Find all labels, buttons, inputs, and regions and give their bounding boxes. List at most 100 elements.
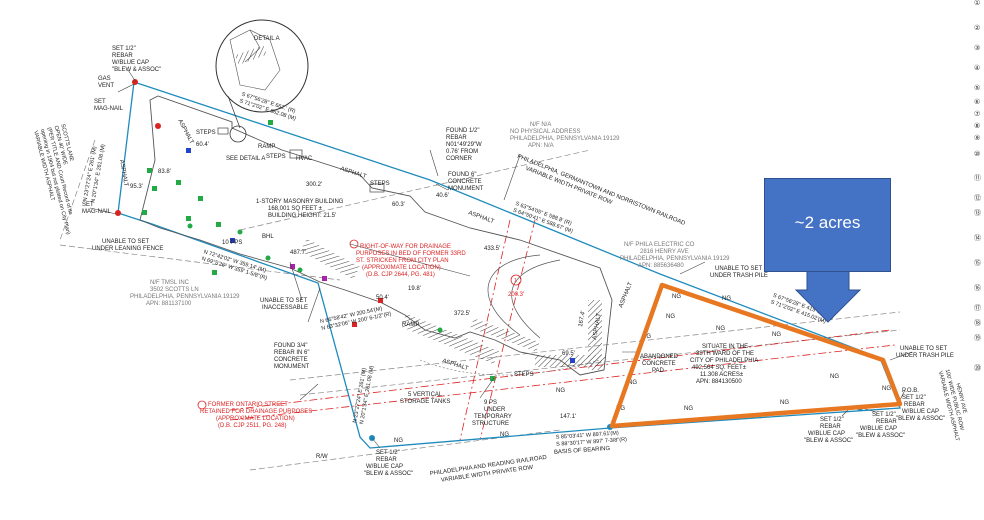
set-mag-nail-top: SET MAG-NAIL	[94, 99, 124, 112]
svg-text:S 85°03'41" W 897.61'(M): S 85°03'41" W 897.61'(M)	[556, 430, 620, 440]
pob-rebar: P.O.B. SET 1/2" REBAR W/BLUE CAP "BLEW &…	[896, 388, 945, 422]
hatched-dock	[470, 318, 540, 352]
pps-label: 10 PPS	[222, 240, 242, 246]
ng-label: NG	[780, 400, 789, 406]
svg-text:⑩: ⑩	[974, 150, 980, 158]
dim-label: 147.1'	[560, 414, 576, 420]
gas-vent-label: GAS VENT	[98, 76, 114, 89]
ng-label: NG	[628, 380, 637, 386]
svg-text:GAS: GAS	[98, 76, 111, 82]
svg-text:(D.B. CJP 2511, PG. 248): (D.B. CJP 2511, PG. 248)	[218, 423, 286, 429]
svg-text:"BLEW & ASSOC": "BLEW & ASSOC"	[896, 416, 945, 422]
svg-text:0.76' FROM: 0.76' FROM	[446, 149, 478, 155]
legend-column: ① ② ③ ④ ⑤ ⑥ ⑦ ⑧ ⑨ ⑩ ⑪ ⑫ ⑬ ⑭ ⑮ ⑯ ⑰ ⑱ ⑲ ⑳	[974, 0, 981, 372]
svg-text:④: ④	[974, 64, 980, 72]
svg-text:SET 1/2": SET 1/2"	[112, 46, 136, 52]
svg-text:(D.B. CJP 2644, PG. 481): (D.B. CJP 2644, PG. 481)	[366, 272, 435, 278]
ng-label: NG	[556, 388, 565, 394]
svg-text:⑮: ⑮	[974, 259, 981, 267]
svg-text:UNABLE TO SET: UNABLE TO SET	[715, 266, 762, 272]
svg-text:(APPROXIMATE LOCATION): (APPROXIMATE LOCATION)	[216, 416, 295, 422]
svg-text:⑲: ⑲	[974, 334, 981, 342]
svg-text:REBAR IN 6": REBAR IN 6"	[274, 350, 309, 356]
svg-text:PAD: PAD	[652, 368, 665, 374]
svg-text:"BLEW & ASSOC": "BLEW & ASSOC"	[856, 433, 905, 439]
railroad-bottom: PHILADELPHIA AND READING RAILROAD VARIAB…	[430, 455, 548, 484]
svg-text:UNDER TRASH PILE: UNDER TRASH PILE	[896, 353, 954, 359]
ng-label: NG	[394, 438, 403, 444]
svg-text:REBAR: REBAR	[820, 424, 841, 430]
found-rebar-mid: FOUND 3/4" REBAR IN 6" CONCRETE MONUMENT	[274, 343, 310, 370]
svg-text:SET 1/2": SET 1/2"	[820, 417, 844, 423]
svg-text:38TH WARD OF THE: 38TH WARD OF THE	[696, 351, 754, 357]
ng-label: NG	[642, 334, 651, 340]
svg-text:RIGHT-OF-WAY FOR DRAINAGE: RIGHT-OF-WAY FOR DRAINAGE	[360, 244, 451, 250]
acreage-callout-label: ~2 acres	[794, 213, 861, 232]
svg-text:⑱: ⑱	[974, 319, 981, 327]
callout-down-arrow	[794, 270, 862, 323]
dim-label: 200.3'	[508, 292, 524, 298]
dim-label: 372.5'	[454, 311, 470, 317]
svg-text:UNABLE TO SET: UNABLE TO SET	[260, 298, 307, 304]
ramp-label-top: RAMP	[258, 144, 275, 150]
svg-text:N/F PHILA ELECTRIC CO: N/F PHILA ELECTRIC CO	[624, 242, 695, 248]
hatched-stairs	[300, 238, 360, 280]
svg-text:W/BLUE CAP: W/BLUE CAP	[112, 60, 149, 66]
dim-label: 60.4'	[196, 142, 209, 148]
svg-text:S 88°30'17" W 897' 7-3/8"(R): S 88°30'17" W 897' 7-3/8"(R)	[556, 437, 627, 448]
hatched-ramp-3	[588, 300, 602, 370]
ng-label: NG	[666, 314, 675, 320]
steps-label-right: STEPS	[370, 181, 390, 187]
svg-text:2816 HENRY AVE: 2816 HENRY AVE	[640, 249, 689, 255]
set-rebar-bottom-right-2: SET 1/2" REBAR W/BLUE CAP "BLEW & ASSOC"	[856, 412, 905, 439]
svg-text:PHILADELPHIA, PENNSYLVANIA 191: PHILADELPHIA, PENNSYLVANIA 19129	[620, 256, 730, 262]
svg-text:⑨: ⑨	[974, 134, 980, 142]
svg-text:FORMER ONTARIO STREET: FORMER ONTARIO STREET	[208, 402, 288, 408]
svg-text:SET: SET	[82, 202, 94, 208]
svg-text:N/F TMSL INC: N/F TMSL INC	[150, 280, 190, 286]
svg-text:SET 1/2": SET 1/2"	[376, 450, 400, 456]
dim-label: 60.3'	[392, 202, 405, 208]
svg-text:FOUND 1/2": FOUND 1/2"	[446, 128, 479, 134]
dim-label: 433.5'	[484, 246, 500, 252]
svg-text:ABANDONED: ABANDONED	[640, 354, 679, 360]
svg-text:FOUND 6": FOUND 6"	[448, 172, 476, 178]
henry-ave-label: HENRY AVE 100' WIDE PUBLIC ROW VARIABLE …	[937, 369, 968, 443]
svg-text:STORAGE TANKS: STORAGE TANKS	[400, 399, 450, 405]
ramp-label-mid: RAMP	[402, 322, 419, 328]
bearing-west-2: N 66°58'42" W 200.54'(M) N 63°32'06" W 2…	[319, 306, 391, 332]
drainage-marker-label: 1	[514, 278, 517, 284]
bearing-vertical-left: N 23°27'24" E 261' (M) N 20°1'34" E 261.…	[83, 144, 107, 204]
svg-text:REBAR: REBAR	[876, 419, 897, 425]
found-rebar-top: FOUND 1/2" REBAR N01°49'29"W 0.76' FROM …	[446, 128, 482, 162]
leader-lines	[89, 69, 913, 449]
unable-trash-right: UNABLE TO SET UNDER TRASH PILE	[896, 346, 954, 359]
dim-label: 167.4'	[578, 310, 587, 327]
ng-label: NG	[882, 386, 891, 392]
bhl-label: BHL	[262, 234, 274, 240]
svg-text:VENT: VENT	[98, 83, 114, 89]
dim-label: 40.6'	[436, 193, 449, 199]
svg-text:ST. STRICKEN FROM CITY PLAN: ST. STRICKEN FROM CITY PLAN	[356, 258, 449, 264]
asphalt-label-1: ASPHALT	[176, 119, 194, 146]
temp-structure-label: 9 PS UNDER TEMPORARY STRUCTURE	[472, 400, 512, 427]
detail-a-callout	[215, 19, 309, 143]
ontario-marker	[197, 400, 207, 410]
svg-text:SITUATE IN THE: SITUATE IN THE	[702, 344, 748, 350]
bearing-south: S 85°03'41" W 897.61'(M) S 88°30'17" W 8…	[556, 430, 628, 448]
svg-text:⑯: ⑯	[974, 284, 981, 292]
svg-text:11.308 ACRES±: 11.308 ACRES±	[700, 372, 744, 378]
svg-text:SET 1/2": SET 1/2"	[902, 395, 926, 401]
svg-text:MAG-NAIL: MAG-NAIL	[82, 209, 112, 215]
asphalt-label-7: ASPHALT	[118, 159, 129, 187]
svg-text:⑭: ⑭	[974, 234, 981, 242]
unable-fence: UNABLE TO SET UNDER LEANING FENCE	[92, 239, 163, 252]
dim-label: 83.8'	[158, 169, 171, 175]
svg-text:⑬: ⑬	[974, 209, 981, 217]
svg-text:N/F N/A: N/F N/A	[530, 122, 551, 128]
hatched-ramp-1	[401, 313, 499, 365]
steps-label-bottom: STEPS	[514, 372, 534, 378]
svg-text:W/BLUE CAP: W/BLUE CAP	[808, 431, 845, 437]
svg-text:3502 SCOTTS LN: 3502 SCOTTS LN	[150, 287, 199, 293]
